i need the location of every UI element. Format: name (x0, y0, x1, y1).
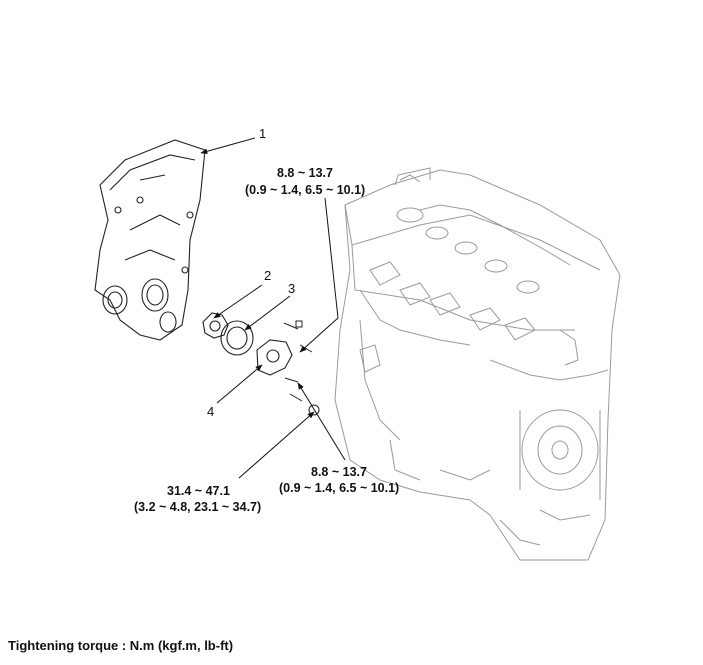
callout-1: 1 (259, 126, 267, 141)
torque-upper-bolt-line2: (0.9 ~ 1.4, 6.5 ~ 10.1) (245, 183, 366, 197)
tightening-torque-note: Tightening torque : N.m (kgf.m, lb-ft) (8, 638, 234, 653)
torque-lower-bolt-line2: (0.9 ~ 1.4, 6.5 ~ 10.1) (279, 481, 400, 495)
torque-plug-line2: (3.2 ~ 4.8, 23.1 ~ 34.7) (134, 500, 262, 514)
leader-lines (200, 137, 346, 479)
torque-plug-line1: 31.4 ~ 47.1 (167, 484, 230, 498)
engine-block (334, 167, 621, 561)
callout-4: 4 (207, 404, 215, 419)
callout-3: 3 (288, 281, 296, 296)
lower-bolt (284, 377, 303, 402)
torque-upper-bolt-line1: 8.8 ~ 13.7 (277, 166, 333, 180)
timing-chain-cover (94, 139, 206, 341)
oil-pump-outer-rotor (220, 320, 254, 356)
callout-2: 2 (264, 268, 272, 283)
torque-lower-bolt-line1: 8.8 ~ 13.7 (311, 465, 367, 479)
oil-pump-housing (256, 339, 293, 376)
